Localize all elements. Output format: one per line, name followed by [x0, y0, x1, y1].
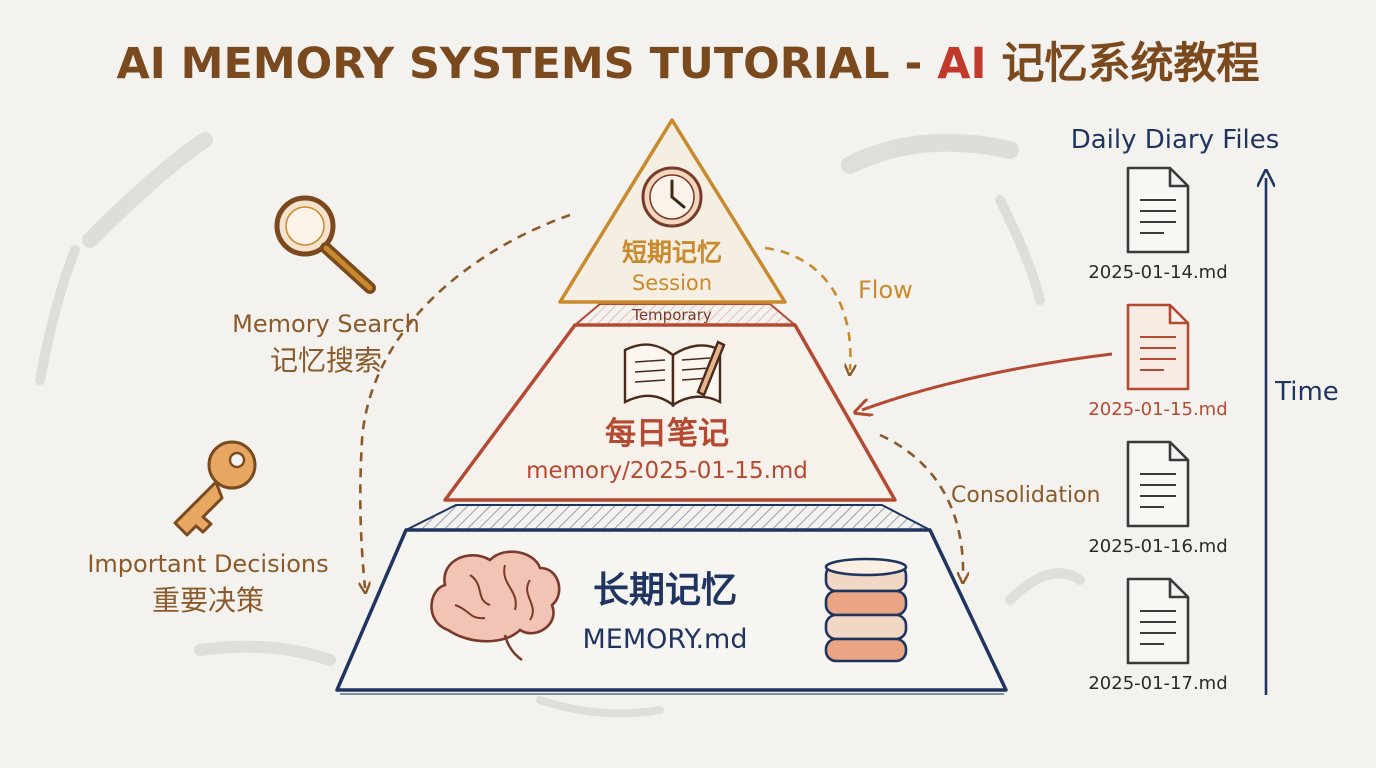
memory-search-group: Memory Search 记忆搜索 [232, 195, 420, 377]
diary-file-name: 2025-01-17.md [1088, 673, 1227, 694]
short-term-layer: 短期记忆 Session [558, 118, 787, 304]
daily-notes-file: memory/2025-01-15.md [526, 458, 808, 484]
short-term-en: Session [632, 271, 712, 295]
important-decisions-group: Important Decisions 重要决策 [87, 440, 329, 617]
diary-file-name: 2025-01-14.md [1088, 262, 1227, 283]
magnifier-icon [274, 195, 376, 294]
clock-icon [641, 166, 703, 228]
search-dashed-arc [360, 213, 571, 588]
daily-notes-layer: Temporary 每日笔记 memory/2025-01-15.md [443, 303, 897, 502]
diary-title: Daily Diary Files [1071, 125, 1280, 155]
daily-notes-zh: 每日笔记 [605, 416, 729, 452]
title-zh: 记忆系统教程 [987, 39, 1260, 89]
diary-to-daily-arrow [862, 352, 1113, 410]
consolidation-arrow [879, 433, 963, 578]
brain-icon [430, 550, 561, 662]
long-term-file: MEMORY.md [583, 624, 748, 655]
background-smudges [35, 132, 1085, 718]
database-icon [824, 557, 908, 663]
page-title: AI MEMORY SYSTEMS TUTORIAL - AI 记忆系统教程 [116, 39, 1259, 89]
temporary-label: Temporary [631, 306, 712, 324]
memory-search-zh: 记忆搜索 [270, 344, 382, 377]
memory-search-en: Memory Search [232, 310, 420, 338]
diary-file-name: 2025-01-16.md [1088, 536, 1227, 557]
long-term-zh: 长期记忆 [593, 570, 737, 611]
long-term-layer: 长期记忆 MEMORY.md [335, 504, 1008, 695]
diary-file-list: 2025-01-14.md 2025-01-15.md 2025-01-16.md 2… [1088, 166, 1228, 694]
short-term-zh: 短期记忆 [622, 238, 722, 267]
diary-file-item: 2025-01-15.md [1088, 303, 1228, 420]
diary-file-item: 2025-01-16.md [1088, 440, 1228, 557]
long-term-hatch-band [405, 504, 931, 531]
important-decisions-zh: 重要决策 [152, 584, 264, 617]
diary-file-name: 2025-01-15.md [1088, 399, 1227, 420]
important-decisions-en: Important Decisions [87, 550, 328, 578]
title-en: AI MEMORY SYSTEMS TUTORIAL - [116, 39, 937, 89]
time-label: Time [1274, 377, 1339, 407]
title-ai: AI [937, 39, 986, 89]
diary-panel: Daily Diary Files Time 2025-01-14.md2025… [862, 125, 1339, 695]
flow-arrow [764, 246, 850, 370]
daily-notes-trapezoid [443, 323, 897, 502]
open-notebook-icon [623, 340, 726, 408]
diary-file-item: 2025-01-17.md [1088, 577, 1228, 694]
flow-label: Flow [858, 276, 913, 304]
consolidation-label: Consolidation [951, 483, 1101, 508]
key-icon [173, 440, 257, 537]
diary-file-item: 2025-01-14.md [1088, 166, 1228, 283]
